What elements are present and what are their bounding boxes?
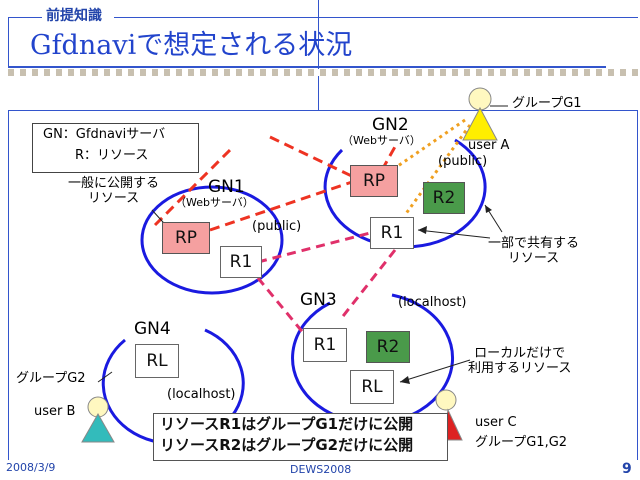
gn2-label: GN2 [372, 115, 409, 135]
footer-date: 2008/3/9 [6, 461, 56, 474]
page-title: Gfdnaviで想定される状況 [30, 30, 353, 61]
group-g2-leader [97, 371, 113, 383]
user-c-label: user C [475, 415, 517, 430]
user-b-label: user B [34, 404, 76, 419]
arrow-shared-1 [417, 229, 491, 239]
user-a-link-2 [403, 124, 472, 216]
gn1-sublabel: （Webサーバ） [175, 196, 254, 209]
content-frame-left [8, 110, 9, 460]
user-b-body [81, 412, 115, 443]
r1-link-2 [256, 277, 307, 336]
user-a-head [468, 87, 492, 111]
group-g1-label: グループG1 [512, 96, 582, 111]
user-c-head [435, 389, 457, 411]
rp-link-1 [153, 146, 234, 227]
gn3-r2-box: R2 [366, 331, 410, 363]
r1-link-1 [257, 231, 371, 264]
user-c-groups: グループG1,G2 [475, 435, 568, 450]
gn1-r1-box: R1 [220, 246, 262, 278]
gn2-r1-box: R1 [370, 217, 414, 249]
local-resource-text: ローカルだけで 利用するリソース [468, 346, 572, 376]
gn4-rl-box: RL [135, 344, 179, 378]
section-label: 前提知識 [46, 8, 102, 24]
user-a-body [462, 106, 498, 141]
public-resource-text: 一般に公開する リソース [68, 176, 160, 206]
gn3-rl-box: RL [350, 370, 394, 404]
local-resource-note: ローカルだけで 利用するリソース [468, 346, 572, 377]
gn1-ellipse [140, 185, 284, 295]
gn2-sublabel: （Webサーバ） [342, 134, 421, 147]
group-g2-label: グループG2 [16, 371, 86, 386]
gn4-localhost: (localhost) [167, 387, 236, 402]
footer-event: DEWS2008 [290, 463, 352, 476]
policy-line-1: リソースR1はグループG1だけに公開 [160, 415, 414, 433]
header-left-line [8, 17, 9, 67]
user-a-link-1 [394, 118, 466, 170]
legend-line-1: GN：Gfdnaviサーバ [43, 127, 166, 142]
header-vertical-line [318, 0, 319, 110]
arrow-local [399, 359, 471, 383]
shared-resource-note: 一部で共有する リソース [488, 236, 580, 267]
r1-link-3 [338, 249, 397, 321]
public-resource-note: 一般に公開する リソース [68, 176, 160, 207]
legend-box: GN：Gfdnaviサーバ R：リソース [32, 123, 199, 173]
gn3-localhost: (localhost) [398, 295, 467, 310]
header-top-line [8, 17, 42, 18]
rp-link-2 [209, 180, 353, 232]
gn3-label: GN3 [300, 290, 337, 310]
footer-page-number: 9 [622, 461, 632, 477]
user-a-label: user A [468, 138, 510, 153]
title-underline [8, 66, 606, 68]
rp-link-3 [269, 135, 361, 182]
shared-resource-text: 一部で共有する リソース [488, 236, 580, 266]
gn4-label: GN4 [134, 319, 171, 339]
gn1-rp-box: RP [162, 222, 210, 254]
policy-line-2: リソースR2はグループG2だけに公開 [160, 436, 414, 454]
checker-bar [8, 69, 638, 76]
header-top-line-right [114, 17, 638, 18]
gn3-r1-box: R1 [303, 328, 347, 362]
gn2-rp-box: RP [350, 165, 398, 197]
gn2-public: (public) [438, 154, 488, 169]
content-frame-right [637, 110, 638, 460]
gn1-public: (public) [252, 219, 302, 234]
legend-line-2: R：リソース [75, 148, 149, 163]
gn2-r2-box: R2 [423, 182, 465, 214]
content-frame-top [8, 110, 638, 111]
policy-box: リソースR1はグループG1だけに公開 リソースR2はグループG2だけに公開 [153, 413, 448, 461]
gn1-label: GN1 [208, 177, 245, 197]
